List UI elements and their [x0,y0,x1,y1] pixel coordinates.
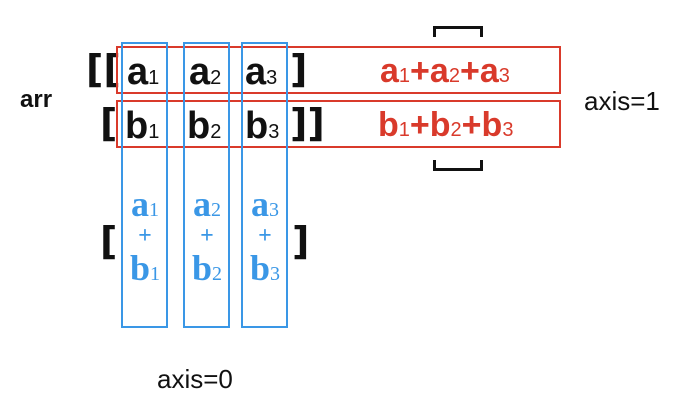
row-sum-bottom-bracket [433,160,483,171]
element-a1-letter: a [127,51,149,93]
element-b1: b1 [125,107,159,145]
outer-open-bracket: [[ [86,47,121,91]
row2-close-bracket: ]] [290,101,325,145]
column-sum-3-b-index: 3 [270,263,281,285]
row-sum-b-index: 3 [502,119,514,141]
row-sum-b-term: b [481,106,503,144]
column-sum-3: a3 + b3 [241,186,289,286]
result-close-bracket: ] [292,219,310,263]
element-b1-letter: b [125,105,149,147]
row-sum-top-bracket [433,26,483,37]
element-a2-index: 2 [210,67,222,89]
column-box-1 [121,42,168,328]
column-sum-3-b: b [249,248,271,288]
element-a2: a2 [189,53,221,91]
element-b3-index: 3 [268,121,280,143]
row-sum-b-plus: + [409,106,430,144]
column-sum-2-a-index: 2 [211,199,221,221]
column-sum-2-a: a [193,184,211,224]
element-a3-letter: a [245,51,267,93]
row-sum-b-term: b [378,106,399,144]
column-box-2 [183,42,230,328]
row-sum-b-plus: + [461,106,482,144]
column-sum-1-plus: + [138,223,152,249]
column-sum-3-plus: + [258,223,272,249]
row-sum-a-plus: + [410,52,430,90]
column-sum-1-b: b [129,248,151,288]
element-b2-letter: b [187,105,211,147]
column-sum-2-b: b [191,248,213,288]
axis1-label: axis=1 [584,86,660,116]
column-sum-1-a-index: 1 [149,199,159,221]
row1-close-bracket: ] [290,47,308,91]
element-a3: a3 [245,53,277,91]
row-sum-a-term: a [380,52,399,90]
row-sum-b: b1+b2+b3 [378,108,513,142]
element-a1-index: 1 [148,67,160,89]
column-sum-3-a-index: 3 [269,199,279,221]
column-sum-2: a2 + b2 [183,186,231,286]
column-sum-1-a: a [131,184,149,224]
result-open-bracket: [ [100,219,118,263]
column-sum-2-b-index: 2 [212,263,223,285]
axis0-label: axis=0 [157,364,233,394]
element-b3-letter: b [245,105,269,147]
row-sum-a-term: a [479,52,499,90]
row-sum-a: a1+a2+a3 [380,54,510,88]
column-sum-3-a: a [251,184,269,224]
row-sum-a-plus: + [459,52,480,90]
row-sum-a-term: a [429,52,449,90]
row-sum-b-term: b [429,106,451,144]
row-sum-a-index: 3 [498,65,510,87]
element-b2: b2 [187,107,221,145]
row2-open-bracket: [ [100,101,118,145]
row-box-b [116,100,561,148]
column-box-3 [241,42,288,328]
column-sum-1: a1 + b1 [121,186,169,286]
column-sum-1-b-index: 1 [150,263,161,285]
element-b2-index: 2 [210,121,222,143]
row-box-a [116,46,561,94]
element-a1: a1 [127,53,159,91]
column-sum-2-plus: + [200,223,214,249]
row-sum-a-index: 1 [398,65,411,87]
element-a2-letter: a [189,51,211,93]
variable-label: arr [20,86,53,113]
row-sum-b-index: 1 [398,119,410,141]
row-sum-a-index: 2 [448,65,460,87]
element-b1-index: 1 [148,121,160,143]
element-b3: b3 [245,107,279,145]
row-sum-b-index: 2 [450,119,462,141]
element-a3-index: 3 [266,67,278,89]
